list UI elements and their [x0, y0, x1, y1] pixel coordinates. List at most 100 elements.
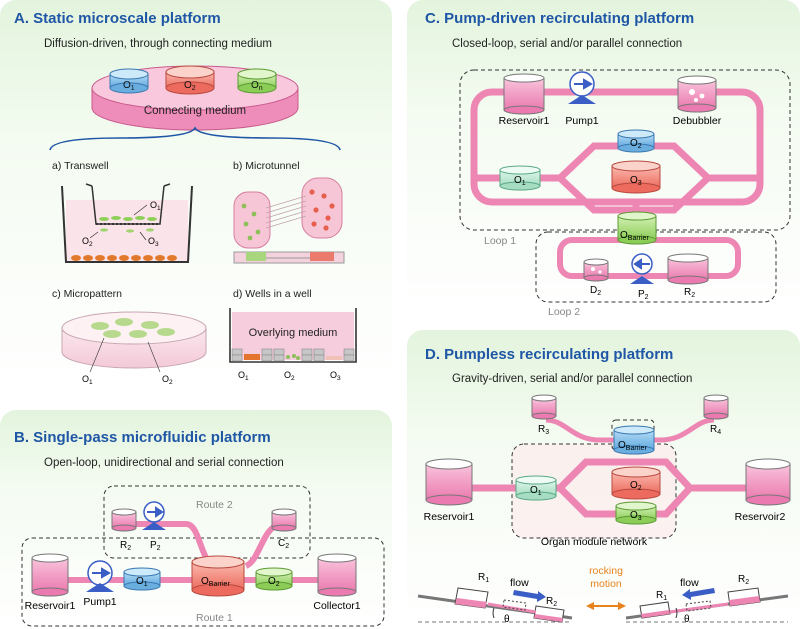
svg-text:R1: R1 [656, 590, 667, 602]
loop-1-label: Loop 1 [484, 235, 516, 247]
rocking-right-tilt: R1 R2 flow θ [625, 574, 789, 625]
organ-o1-c: O1 [499, 165, 541, 191]
svg-text:O3: O3 [630, 510, 642, 522]
organ-o3-d: O3 [615, 501, 657, 525]
organ-o1-d: O1 [515, 475, 557, 501]
svg-text:Overlying medium: Overlying medium [249, 327, 338, 339]
svg-text:Reservoir2: Reservoir2 [735, 511, 786, 523]
svg-text:O1: O1 [82, 374, 93, 386]
organ-on-green: On [237, 68, 277, 94]
svg-text:O2: O2 [184, 80, 196, 92]
microtunnel-illustration [233, 177, 345, 264]
rocking-left-tilt: R1 R2 flow θ [417, 572, 573, 625]
svg-text:O2: O2 [162, 374, 173, 386]
svg-text:flow: flow [510, 577, 529, 589]
svg-text:flow: flow [680, 577, 699, 589]
microtunnel-label: b) Microtunnel [233, 160, 300, 172]
svg-text:R2: R2 [738, 574, 749, 586]
svg-text:O1: O1 [136, 576, 148, 588]
organ-o3-c: O3 [611, 160, 661, 194]
svg-text:Reservoir1: Reservoir1 [25, 600, 76, 612]
svg-text:O1: O1 [514, 175, 526, 187]
panel-b-title: B. Single-pass microfluidic platform [14, 429, 271, 446]
reservoir1-d: Reservoir1 [424, 458, 475, 523]
svg-text:O2: O2 [284, 370, 295, 382]
route-1-label: Route 1 [196, 612, 233, 624]
svg-text:P2: P2 [638, 289, 649, 301]
svg-text:On: On [251, 80, 263, 92]
debubbler2-c: D2 [583, 258, 609, 297]
svg-text:R1: R1 [478, 572, 489, 584]
reservoir2-d: Reservoir2 [735, 458, 791, 523]
svg-text:θ: θ [504, 614, 510, 625]
collector2-b: C2 [271, 508, 297, 550]
svg-text:O3: O3 [330, 370, 341, 382]
svg-text:O2: O2 [82, 236, 93, 248]
svg-text:R2: R2 [546, 596, 557, 608]
pump2-b: P2 [142, 501, 166, 552]
loop-1-box [459, 69, 791, 231]
panel-a-subtitle: Diffusion-driven, through connecting med… [44, 38, 272, 50]
wells-in-well-illustration: Overlying medium O1 O2 O3 [229, 308, 357, 382]
organ-barrier-d: OBarrier [613, 425, 655, 455]
svg-text:O3: O3 [630, 175, 642, 187]
svg-text:C2: C2 [278, 538, 289, 550]
svg-text:O3: O3 [148, 236, 159, 248]
svg-text:θ: θ [684, 614, 690, 625]
reservoir2-c: R2 [667, 253, 709, 299]
svg-text:Debubbler: Debubbler [673, 115, 722, 127]
svg-text:R4: R4 [710, 424, 721, 436]
route-2-box [103, 485, 311, 559]
micropattern-illustration: O1 O2 [61, 311, 207, 386]
organ-o2-d: O2 [611, 466, 661, 500]
organ-o2-b: O2 [255, 567, 293, 591]
curly-brace [49, 126, 341, 151]
wells-in-well-label: d) Wells in a well [233, 288, 312, 300]
svg-text:O1: O1 [123, 80, 135, 92]
panel-c-title: C. Pump-driven recirculating platform [425, 10, 695, 27]
svg-text:R3: R3 [538, 424, 549, 436]
reservoir1-c: Reservoir1 [499, 73, 550, 127]
svg-text:Collector1: Collector1 [313, 600, 360, 612]
debubbler-c: Debubbler [673, 75, 722, 127]
reservoir4-d: R4 [703, 394, 729, 436]
rocking-motion-indicator: rocking motion [586, 565, 626, 610]
svg-text:Reservoir1: Reservoir1 [499, 115, 550, 127]
organ-barrier-c: OBarrier [617, 211, 657, 245]
panel-b-subtitle: Open-loop, unidirectional and serial con… [44, 457, 284, 469]
svg-text:O2: O2 [630, 138, 642, 150]
svg-text:O2: O2 [630, 480, 642, 492]
svg-text:Pump1: Pump1 [83, 596, 116, 608]
transwell-label: a) Transwell [52, 160, 109, 172]
panel-c-subtitle: Closed-loop, serial and/or parallel conn… [452, 38, 683, 50]
svg-text:O1: O1 [150, 200, 161, 212]
organ-barrier-b: OBarrier [191, 555, 245, 597]
svg-text:R2: R2 [120, 540, 131, 552]
panel-a-title: A. Static microscale platform [14, 10, 221, 27]
svg-text:rocking: rocking [589, 565, 623, 577]
reservoir1-b: Reservoir1 [25, 553, 76, 612]
organ-o2-c: O2 [617, 129, 655, 153]
svg-text:O2: O2 [268, 576, 280, 588]
route-2-label: Route 2 [196, 499, 233, 511]
panel-d-subtitle: Gravity-driven, serial and/or parallel c… [452, 373, 693, 385]
connecting-medium-label: Connecting medium [144, 105, 246, 117]
organ-module-network-label: Organ module network [541, 536, 648, 548]
pump2-c: P2 [630, 253, 654, 301]
reservoir2-b: R2 [111, 508, 137, 552]
svg-text:O1: O1 [530, 485, 542, 497]
svg-text:D2: D2 [590, 285, 601, 297]
svg-text:P2: P2 [150, 540, 161, 552]
collector1: Collector1 [313, 553, 361, 612]
svg-text:O1: O1 [238, 370, 249, 382]
reservoir3-d: R3 [531, 394, 557, 436]
transwell-illustration: O1 O2 O3 [61, 183, 193, 263]
loop-2-label: Loop 2 [548, 306, 580, 318]
pump1-c: Pump1 [565, 71, 599, 127]
panel-d-title: D. Pumpless recirculating platform [425, 346, 674, 363]
organ-o1-blue: O1 [109, 68, 149, 94]
svg-text:Pump1: Pump1 [565, 115, 598, 127]
route-1-box [21, 537, 385, 627]
pump1-b: Pump1 [83, 560, 117, 608]
